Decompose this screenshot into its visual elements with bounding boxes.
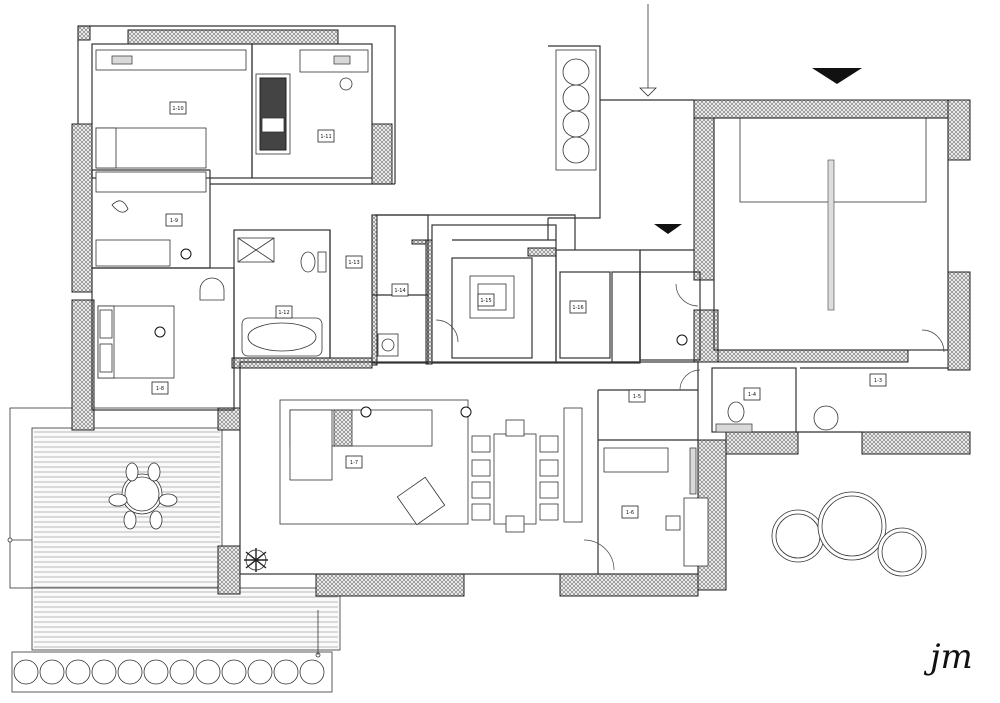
trees bbox=[771, 491, 927, 577]
desk-1-11 bbox=[299, 49, 369, 91]
garage-car-outline bbox=[739, 117, 927, 311]
bunk-beds-1-9 bbox=[95, 171, 207, 267]
desk-1-6 bbox=[665, 497, 709, 567]
bed-single-1-10 bbox=[95, 127, 207, 169]
room-label-text: 1-13 bbox=[348, 260, 359, 266]
toilet-1-4 bbox=[715, 401, 753, 433]
garage-entrance-marker bbox=[812, 68, 862, 84]
room-label-box bbox=[345, 455, 363, 469]
architect-signature: jm bbox=[923, 637, 973, 677]
room-label-box bbox=[743, 387, 761, 401]
room-label-box bbox=[628, 389, 646, 403]
washing-machine bbox=[377, 333, 399, 357]
room-label-text: 1-10 bbox=[172, 106, 183, 112]
room-label-text: 1-15 bbox=[480, 298, 491, 304]
armchair-1-8 bbox=[199, 277, 225, 301]
person-figures bbox=[154, 248, 688, 418]
room-label-r116: 1-16 bbox=[569, 300, 587, 314]
room-label-r113: 1-13 bbox=[345, 255, 363, 269]
sofa-l-shape bbox=[289, 409, 433, 481]
kitchen-cabinets bbox=[563, 407, 583, 523]
room-label-text: 1-14 bbox=[394, 288, 405, 294]
potted-plant bbox=[244, 548, 268, 572]
terrace-deck bbox=[7, 407, 341, 658]
door-swings bbox=[435, 283, 945, 571]
bathtub bbox=[241, 317, 323, 357]
room-label-text: 1-9 bbox=[170, 218, 178, 224]
room-label-text: 1-12 bbox=[278, 310, 289, 316]
room-label-text: 1-6 bbox=[626, 510, 634, 516]
round-dining-table bbox=[108, 462, 178, 530]
shower bbox=[237, 237, 275, 263]
room-label-box bbox=[477, 293, 495, 307]
room-label-box bbox=[391, 283, 409, 297]
bed-1-11 bbox=[255, 73, 291, 155]
room-label-text: 1-7 bbox=[350, 460, 358, 466]
room-label-r18: 1-8 bbox=[151, 381, 169, 395]
toilet-1-12 bbox=[300, 251, 327, 273]
room-label-r111: 1-11 bbox=[317, 129, 335, 143]
room-label-box bbox=[151, 381, 169, 395]
room-label-box bbox=[317, 129, 335, 143]
room-label-r13: 1-3 bbox=[869, 373, 887, 387]
planter-shrubs bbox=[555, 49, 597, 171]
room-label-box bbox=[345, 255, 363, 269]
room-label-r115: 1-15 bbox=[477, 293, 495, 307]
room-label-text: 1-5 bbox=[633, 394, 641, 400]
room-label-text: 1-8 bbox=[156, 386, 164, 392]
room-label-text: 1-16 bbox=[572, 305, 583, 311]
room-label-r16: 1-6 bbox=[621, 505, 639, 519]
room-label-r112: 1-12 bbox=[275, 305, 293, 319]
room-label-r15: 1-5 bbox=[628, 389, 646, 403]
entrance-arrow bbox=[639, 4, 657, 97]
room-label-box bbox=[169, 101, 187, 115]
entry-door-marker bbox=[654, 224, 682, 234]
dining-table bbox=[471, 419, 559, 533]
room-label-r114: 1-14 bbox=[391, 283, 409, 297]
wardrobe-1-10 bbox=[95, 49, 247, 71]
room-label-text: 1-11 bbox=[320, 134, 331, 140]
room-label-box bbox=[275, 305, 293, 319]
room-label-box bbox=[569, 300, 587, 314]
room-label-box bbox=[165, 213, 183, 227]
armchair-living bbox=[396, 476, 446, 526]
room-label-r19: 1-9 bbox=[165, 213, 183, 227]
washbasin-1-3 bbox=[813, 405, 839, 431]
room-label-text: 1-3 bbox=[874, 378, 882, 384]
room-label-box bbox=[869, 373, 887, 387]
sofa-1-6 bbox=[603, 447, 697, 495]
room-label-text: 1-4 bbox=[748, 392, 756, 398]
room-label-r110: 1-10 bbox=[169, 101, 187, 115]
hedge-row bbox=[11, 651, 333, 693]
room-label-r14: 1-4 bbox=[743, 387, 761, 401]
room-label-r17: 1-7 bbox=[345, 455, 363, 469]
double-bed-1-8 bbox=[97, 305, 175, 379]
room-label-box bbox=[621, 505, 639, 519]
rug-living bbox=[279, 399, 469, 525]
